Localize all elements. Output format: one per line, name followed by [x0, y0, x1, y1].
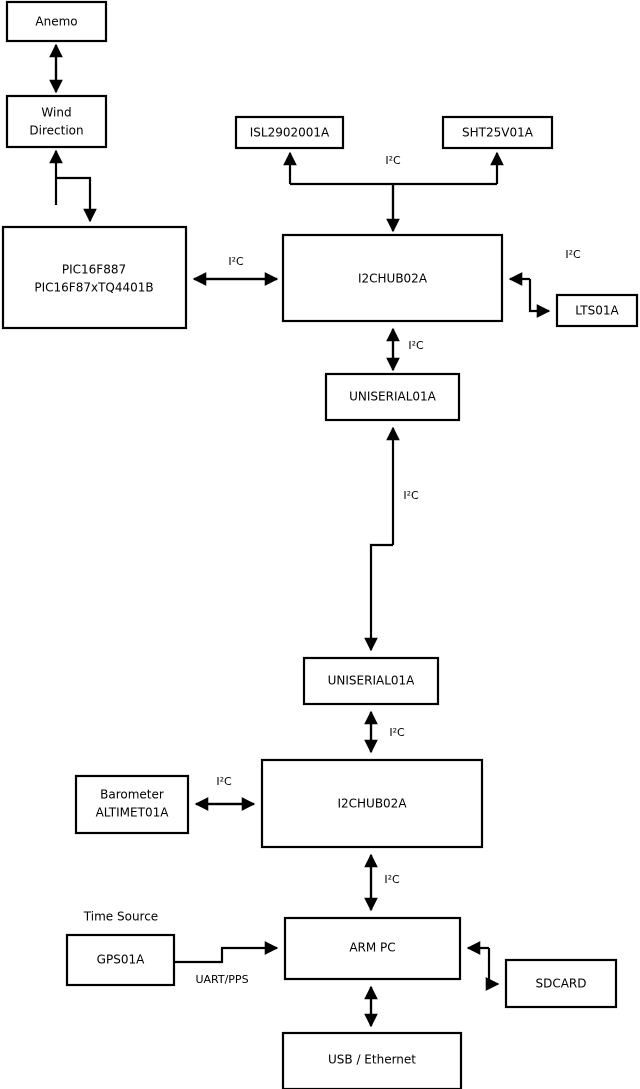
edge-armpc-sdcard	[466, 941, 500, 991]
node-sht25v01a-label: SHT25V01A	[462, 126, 534, 140]
node-wind-direction-label-line1: Wind	[41, 106, 71, 120]
node-lts01a-label: LTS01A	[575, 304, 619, 318]
node-i2chub02a-top-label: I2CHUB02A	[358, 272, 428, 286]
edge-label-i2c-isl-sht: I²C	[385, 154, 401, 167]
node-sdcard-box[interactable]	[504, 958, 618, 1009]
node-barometer-label-line1: Barometer	[100, 788, 164, 802]
node-pic-label-line2: PIC16F87xTQ4401B	[34, 281, 153, 295]
node-anemo[interactable]: Anemo	[5, 0, 108, 43]
node-barometer-box[interactable]	[74, 774, 190, 835]
node-gps01a-box[interactable]	[65, 933, 176, 987]
edge-label-uart-pps: UART/PPS	[195, 973, 248, 986]
edge-hub-isl-sht	[283, 151, 504, 233]
node-pic[interactable]: PIC16F887 PIC16F87xTQ4401B	[1, 225, 188, 330]
node-isl2902001a-box[interactable]	[234, 115, 345, 150]
edge-uniserial-uniserial	[364, 426, 400, 652]
node-gps01a[interactable]: GPS01A	[65, 933, 176, 987]
edge-gps-armpc	[174, 941, 279, 964]
node-sdcard[interactable]: SDCARD	[504, 958, 618, 1009]
node-pic-box[interactable]	[1, 225, 188, 330]
node-barometer-label-line2: ALTIMET01A	[96, 806, 170, 820]
node-arm-pc[interactable]: ARM PC	[283, 916, 462, 981]
node-usb-ethernet-label: USB / Ethernet	[328, 1053, 416, 1067]
node-i2chub02a-bottom[interactable]: I2CHUB02A	[260, 758, 484, 849]
node-i2chub02a-bottom-label: I2CHUB02A	[337, 797, 407, 811]
edge-hub-lts	[508, 272, 551, 318]
node-anemo-label: Anemo	[35, 15, 77, 29]
edge-arrow-long-down	[364, 543, 393, 652]
node-wind-direction-label-line2: Direction	[29, 124, 83, 138]
node-gps01a-label: GPS01A	[97, 953, 145, 967]
edge-arrow-to-sdcard	[485, 948, 500, 991]
node-uniserial01a-bottom[interactable]: UNISERIAL01A	[302, 656, 440, 706]
node-i2chub02a-top-box[interactable]	[281, 233, 504, 323]
node-pic-label-line1: PIC16F887	[62, 263, 126, 277]
node-arm-pc-box[interactable]	[283, 916, 462, 981]
node-sdcard-label: SDCARD	[535, 977, 586, 991]
edge-label-i2c-hub-armpc: I²C	[384, 873, 400, 886]
node-anemo-box[interactable]	[5, 0, 108, 43]
node-isl2902001a[interactable]: ISL2902001A	[234, 115, 345, 150]
edge-label-i2c-hub-uniserial: I²C	[408, 339, 424, 352]
edge-label-i2c-barometer: I²C	[216, 775, 232, 788]
edge-arrow-to-lts	[528, 279, 551, 318]
edge-label-i2c-uniserial-hub: I²C	[389, 726, 405, 739]
node-wind-direction-box[interactable]	[5, 94, 108, 149]
node-isl2902001a-label: ISL2902001A	[250, 126, 330, 140]
label-time-source: Time Source	[83, 910, 158, 924]
node-uniserial01a-bottom-label: UNISERIAL01A	[328, 674, 416, 688]
node-uniserial01a-top-box[interactable]	[324, 372, 461, 422]
node-uniserial01a-bottom-box[interactable]	[302, 656, 440, 706]
edge-pic-wind	[49, 149, 97, 223]
edge-arrow-to-pic	[56, 176, 97, 223]
edge-label-i2c-uniserial-uniserial: I²C	[403, 489, 419, 502]
node-i2chub02a-top[interactable]: I2CHUB02A	[281, 233, 504, 323]
node-usb-ethernet-box[interactable]	[281, 1031, 463, 1089]
node-barometer[interactable]: Barometer ALTIMET01A	[74, 774, 190, 835]
node-sht25v01a-box[interactable]	[441, 115, 554, 150]
node-lts01a[interactable]: LTS01A	[555, 293, 639, 328]
edge-arrow-to-armpc	[174, 941, 279, 964]
node-lts01a-box[interactable]	[555, 293, 639, 328]
node-i2chub02a-bottom-box[interactable]	[260, 758, 484, 849]
node-wind-direction[interactable]: Wind Direction	[5, 94, 108, 149]
edge-label-i2c-lts: I²C	[565, 248, 581, 261]
node-usb-ethernet[interactable]: USB / Ethernet	[281, 1031, 463, 1089]
node-uniserial01a-top[interactable]: UNISERIAL01A	[324, 372, 461, 422]
node-arm-pc-label: ARM PC	[349, 941, 395, 955]
node-sht25v01a[interactable]: SHT25V01A	[441, 115, 554, 150]
node-uniserial01a-top-label: UNISERIAL01A	[349, 390, 437, 404]
edge-label-i2c-pic-hub: I²C	[228, 255, 244, 268]
